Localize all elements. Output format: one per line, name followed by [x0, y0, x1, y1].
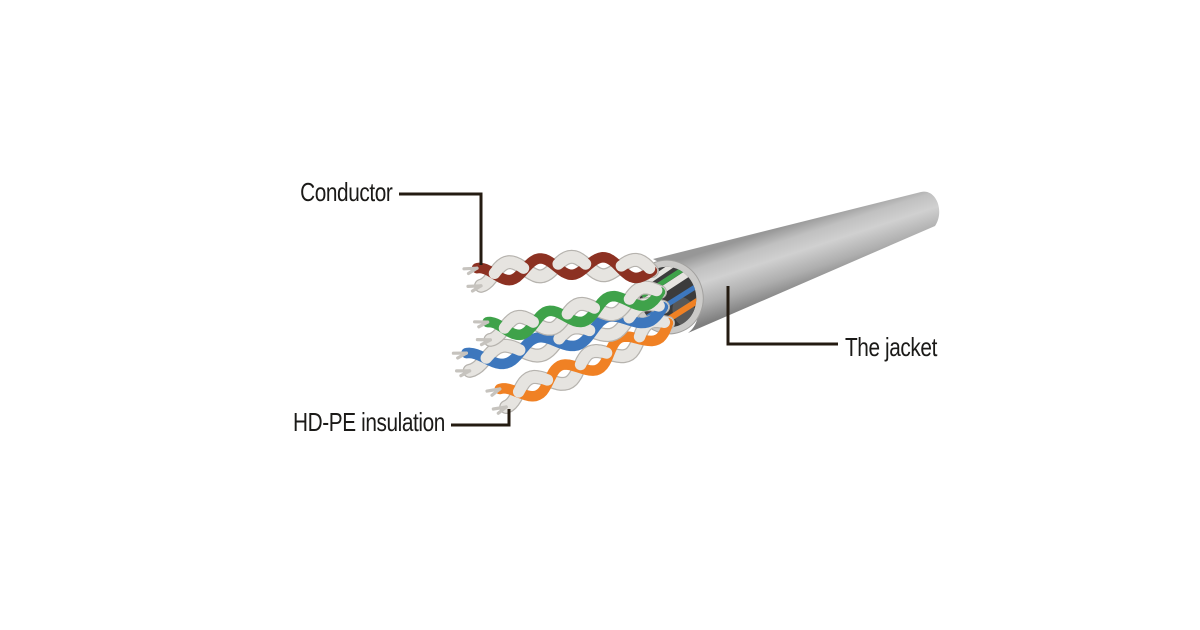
bare-conductor-tip-orange-white	[496, 405, 508, 415]
wire-white-front-brown	[488, 256, 530, 280]
wire-white-front-orange	[512, 371, 554, 398]
wire-pair-brown	[471, 249, 659, 293]
hdpe-insulation-label-text: HD-PE insulation	[293, 407, 445, 437]
jacket-label: The jacket	[845, 333, 960, 361]
insulation-leader-line	[451, 409, 511, 427]
wire-white-front-brown	[615, 254, 656, 274]
cable-jacket	[653, 191, 940, 333]
bare-conductor-tip-green-white	[479, 338, 492, 347]
bare-conductor-tip-blue-white	[459, 369, 472, 378]
bare-conductor-tip-brown	[466, 266, 479, 276]
wire-white-front-brown	[552, 251, 592, 270]
hdpe-insulation-label: HD-PE insulation	[293, 408, 483, 436]
jacket-leader-line	[726, 286, 838, 346]
bare-conductor-tip-green	[477, 320, 490, 329]
wire-white-front-green	[623, 281, 663, 305]
bare-conductor-tip-blue	[456, 351, 468, 360]
bare-conductor-tip-brown-white	[470, 284, 483, 293]
wire-white-front-blue	[553, 321, 596, 345]
wire-pair-orange	[494, 314, 675, 414]
bare-conductor-tip-orange	[490, 387, 502, 397]
twisted-pairs	[451, 249, 675, 415]
conductor-label-text: Conductor	[299, 177, 393, 207]
wire-white-front-blue	[480, 339, 526, 364]
wire-white-front-green	[498, 311, 539, 334]
conductor-label: Conductor	[242, 177, 393, 207]
wire-pair-green	[482, 280, 667, 347]
wire-white-front-green	[561, 298, 601, 320]
wire-white-front-orange	[574, 345, 613, 371]
jacket-label-text: The jacket	[845, 332, 937, 362]
conductor-leader-line	[399, 192, 483, 265]
